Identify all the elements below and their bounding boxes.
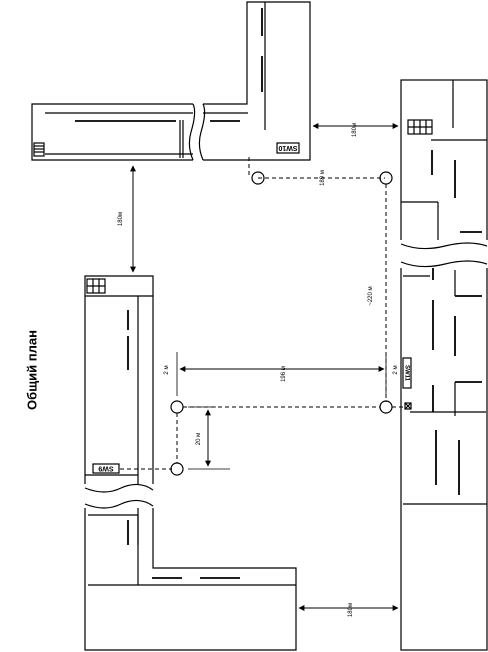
node-sw9	[170, 462, 184, 476]
label-sw11: SW11	[403, 365, 409, 382]
node-top-right	[379, 171, 393, 185]
dim-196: 196 м	[281, 366, 287, 382]
sw11-box	[402, 357, 412, 389]
dim-bottom: 180м	[348, 603, 354, 617]
dim-left-vertical: 180м	[118, 212, 124, 226]
label-sw9: SW9	[98, 465, 113, 472]
building-right	[400, 79, 488, 651]
building-bottom-left	[84, 275, 297, 651]
sw10-box	[276, 142, 300, 154]
dim-189: 189 м	[320, 170, 326, 186]
dim-2m-left: 2 м	[164, 365, 170, 374]
sw9-box	[92, 463, 120, 474]
label-sw10: SW10	[278, 144, 297, 151]
node-left	[170, 400, 184, 414]
dim-20: 20 м	[196, 433, 202, 445]
node-right	[379, 400, 393, 414]
dim-2m-right: 2 м	[393, 365, 399, 374]
node-sw10	[251, 171, 265, 185]
dim-220: ~220 м	[368, 286, 374, 305]
dim-top-right: 180м	[352, 123, 358, 137]
building-top-left	[31, 1, 311, 161]
cable-routes	[120, 157, 403, 470]
